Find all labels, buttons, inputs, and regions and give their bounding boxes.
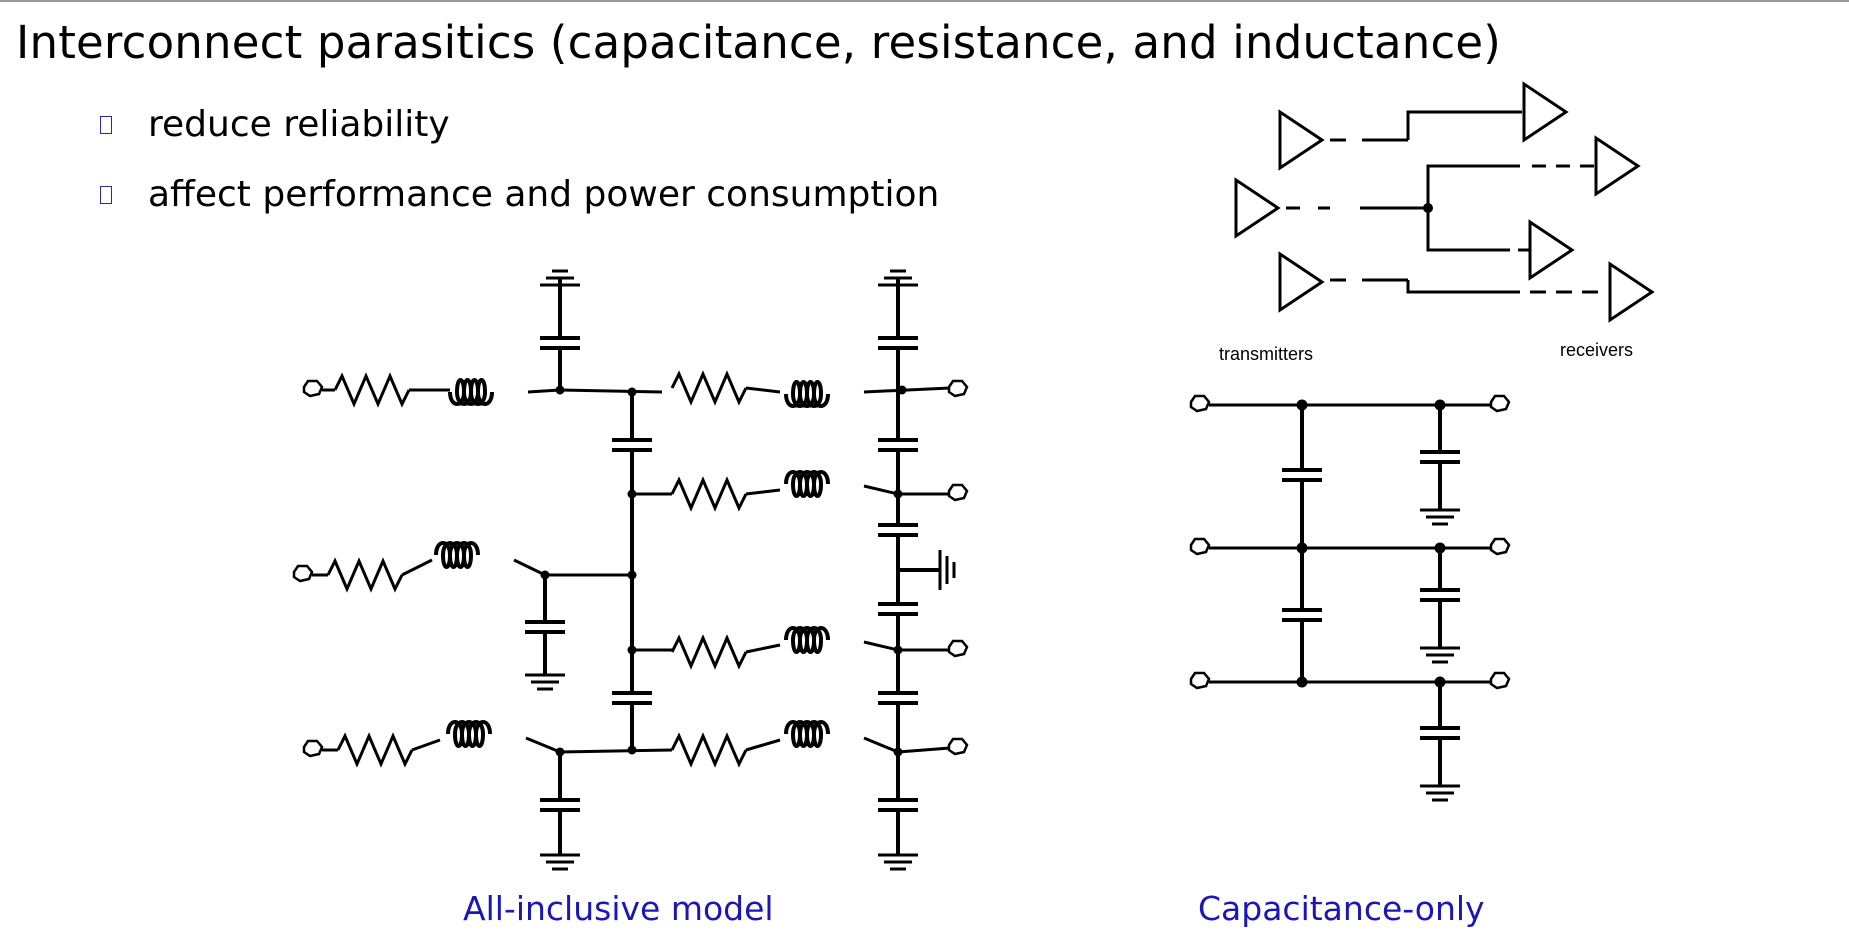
top-rule <box>0 0 1849 2</box>
capacitance-only-diagram <box>1189 394 1511 802</box>
transmitters-label: transmitters <box>1219 344 1314 364</box>
all-inclusive-model-diagram <box>292 269 969 871</box>
bullet-text: reduce reliability <box>148 104 450 145</box>
slide-title: Interconnect parasitics (capacitance, re… <box>16 16 1502 69</box>
bullet-item-performance: affect performance and power consumption <box>100 174 939 215</box>
bullet-box-icon <box>100 115 112 134</box>
all-inclusive-model-caption: All-inclusive model <box>463 889 774 928</box>
receivers-label: receivers <box>1560 340 1634 360</box>
bullet-text: affect performance and power consumption <box>148 174 940 215</box>
bullet-item-reliability: reduce reliability <box>100 104 450 145</box>
bullet-box-icon <box>100 185 112 204</box>
capacitance-only-caption: Capacitance-only <box>1198 889 1485 928</box>
transmitters-receivers-diagram <box>1234 81 1655 323</box>
